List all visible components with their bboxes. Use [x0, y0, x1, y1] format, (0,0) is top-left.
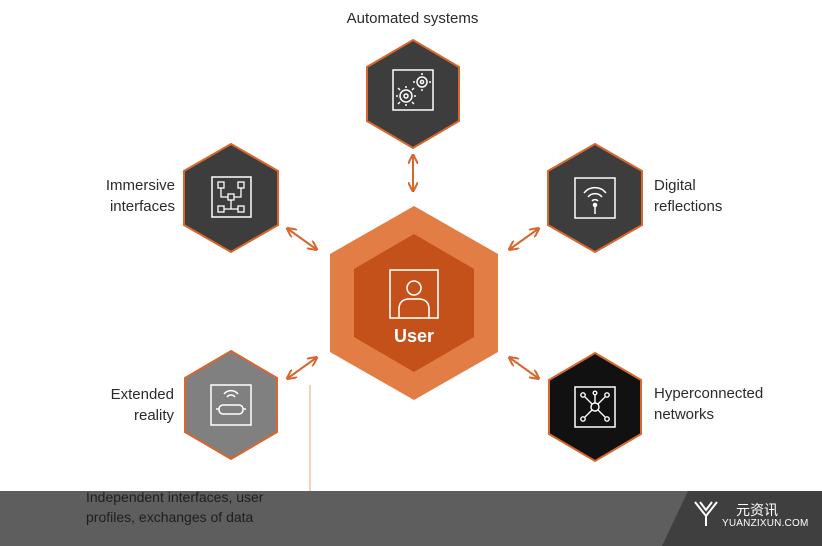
node-hyperconnected-networks: [548, 351, 642, 463]
label-hyperconnected-networks: Hyperconnected networks: [654, 385, 764, 423]
watermark-en: YUANZIXUN.COM: [722, 518, 809, 529]
footer-bar: [0, 491, 822, 546]
node-digital-reflections: [547, 142, 643, 254]
node-automated-systems: [366, 38, 460, 150]
arrow-hyper: [510, 358, 538, 378]
node-immersive-interfaces: [183, 142, 279, 254]
gears-icon: [396, 73, 431, 106]
arrow-extended: [288, 358, 316, 378]
node-user: [330, 206, 498, 400]
watermark-band: [662, 491, 822, 546]
vr-headset-icon: [216, 389, 246, 415]
node-extended-reality: [184, 349, 278, 461]
label-digital-reflections: Digital reflections: [654, 177, 723, 215]
connector-arrows: [288, 156, 538, 378]
footer-leader-line: [299, 385, 311, 508]
arrow-digital: [510, 229, 538, 249]
label-immersive-interfaces: Immersive interfaces: [105, 177, 175, 215]
arrow-immersive: [288, 229, 316, 249]
flowchart-icon: [217, 181, 245, 213]
watermark-cn: 元资讯: [736, 503, 778, 519]
watermark-logo-icon: [694, 501, 718, 526]
user-portrait-icon: [398, 280, 430, 317]
wifi-device-icon: [583, 186, 607, 214]
footer-annotation: Independent interfaces, user profiles, e…: [86, 489, 264, 525]
network-hub-icon: [580, 390, 610, 422]
label-automated-systems: Automated systems: [346, 10, 479, 27]
label-extended-reality: Extended reality: [110, 386, 174, 424]
label-user: User: [393, 326, 435, 346]
